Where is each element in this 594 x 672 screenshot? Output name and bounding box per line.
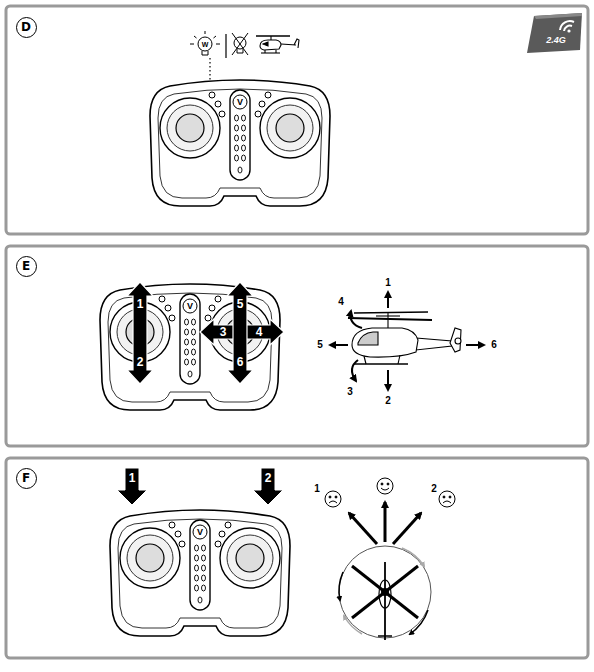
callout-number: 6 [237,356,244,368]
callout-number: 5 [237,298,244,310]
divider [225,34,226,58]
smiley-faces [325,478,455,507]
panel-letter-circle: F [16,468,37,489]
callout-number: 2 [265,472,272,484]
callout-number: 4 [256,326,263,338]
remote-controller [150,80,330,206]
band-label: 2.4G [546,36,566,45]
helicopter-icon [256,36,299,53]
logo-letter: V [187,302,193,311]
direction-arrow [227,282,253,384]
direction-arrows [349,502,421,544]
panel-letter-circle: D [16,17,37,38]
panel-letter: E [22,260,30,272]
icon-letter: W [202,41,209,48]
callout-number: 1 [137,298,144,310]
trim-arrow [117,468,147,505]
panel-letter: D [21,21,31,33]
light-off-icon [232,33,248,55]
callout-number: 3 [347,387,353,397]
callout-number: 5 [317,340,323,350]
light-on-icon [190,31,220,55]
logo-letter: V [237,98,243,107]
callout-number: 2 [385,396,391,406]
callout-number: 2 [137,356,144,368]
callout-number: 1 [385,278,391,288]
panel-frame [6,6,588,234]
panel-letter-circle: E [16,256,37,277]
motion-arrows [330,292,484,390]
callout-number: 4 [338,297,344,307]
logo-letter: V [197,528,203,537]
remote-controller [110,510,290,636]
band-badge [527,13,582,53]
panel-letter: F [22,472,30,484]
callout-number: 6 [491,340,497,350]
callout-number: 1 [129,472,136,484]
callout-number: 2 [431,484,437,494]
direction-arrow [127,282,153,384]
helicopter-side-view [348,312,461,364]
panel-frame [6,458,588,658]
callout-number: 3 [220,326,227,338]
remote-controller [100,284,280,410]
panel-frame [6,246,588,446]
trim-arrow [253,468,283,505]
helicopter-top-view [339,546,431,640]
callout-number: 1 [314,484,320,494]
